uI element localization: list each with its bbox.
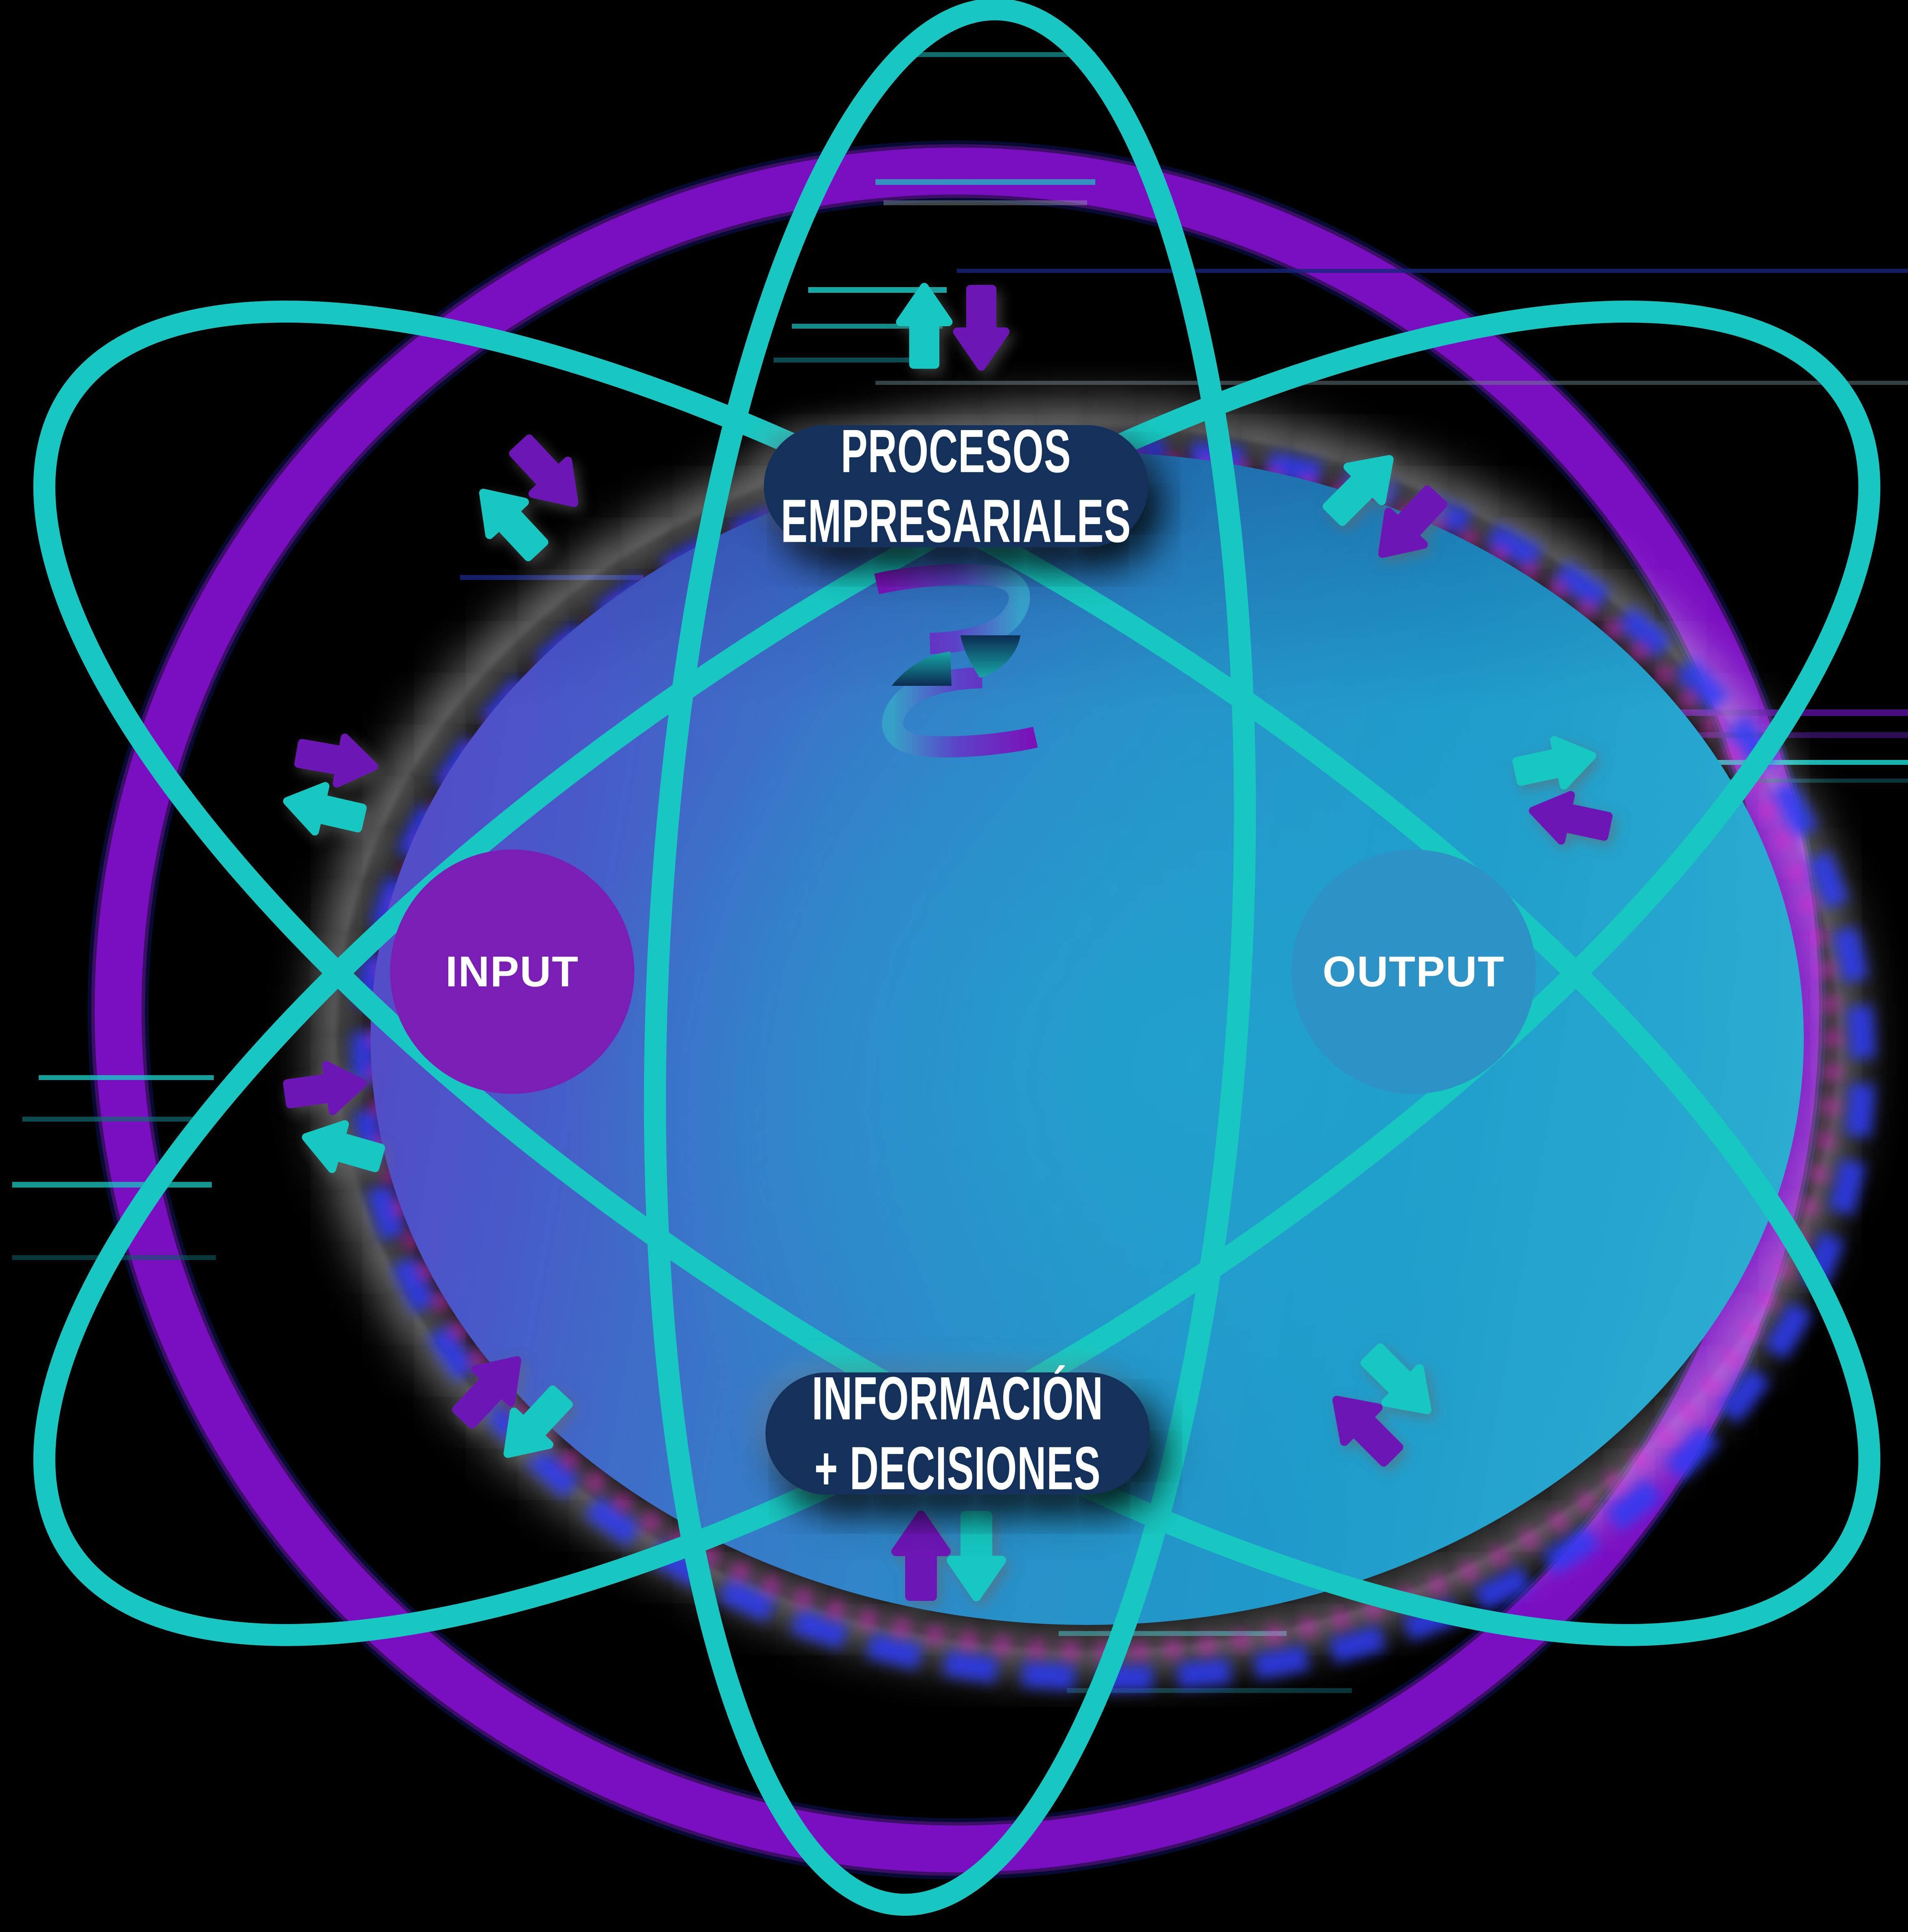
- top-pill-line1: PROCESOS: [841, 417, 1071, 485]
- teal-orbit-tilted-right: [33, 301, 1881, 1646]
- arrow-right-icon: [285, 1060, 366, 1117]
- arrow-left-icon: [300, 1115, 384, 1180]
- arrow-down-icon: [951, 1515, 1002, 1597]
- arrow-right-icon: [1514, 733, 1597, 794]
- output-node-label: OUTPUT: [1322, 947, 1505, 996]
- teal-orbit-vertical: [644, 0, 1256, 1916]
- bottom-pill-line2: + DECISIONES: [814, 1434, 1101, 1502]
- s-mark-logo-icon: [874, 564, 1038, 757]
- input-node-label: INPUT: [445, 947, 579, 996]
- output-node: OUTPUT: [1292, 850, 1536, 1094]
- teal-orbit-tilted-left: [33, 301, 1881, 1646]
- bottom-pill-line1: INFORMACIÓN: [812, 1364, 1103, 1433]
- input-node: INPUT: [390, 850, 634, 1094]
- arrow-left-icon: [282, 779, 366, 841]
- arrow-up-icon: [900, 287, 948, 364]
- arrow-up-icon: [896, 1515, 946, 1596]
- procesos-empresariales-label: PROCESOS EMPRESARIALES: [764, 417, 1148, 555]
- arrow-right-icon: [296, 731, 378, 789]
- informacion-decisiones-label: INFORMACIÓN + DECISIONES: [765, 1364, 1150, 1502]
- arrow-left-icon: [1528, 788, 1611, 849]
- arrow-down-icon: [957, 289, 1005, 367]
- top-pill-line2: EMPRESARIALES: [781, 487, 1132, 555]
